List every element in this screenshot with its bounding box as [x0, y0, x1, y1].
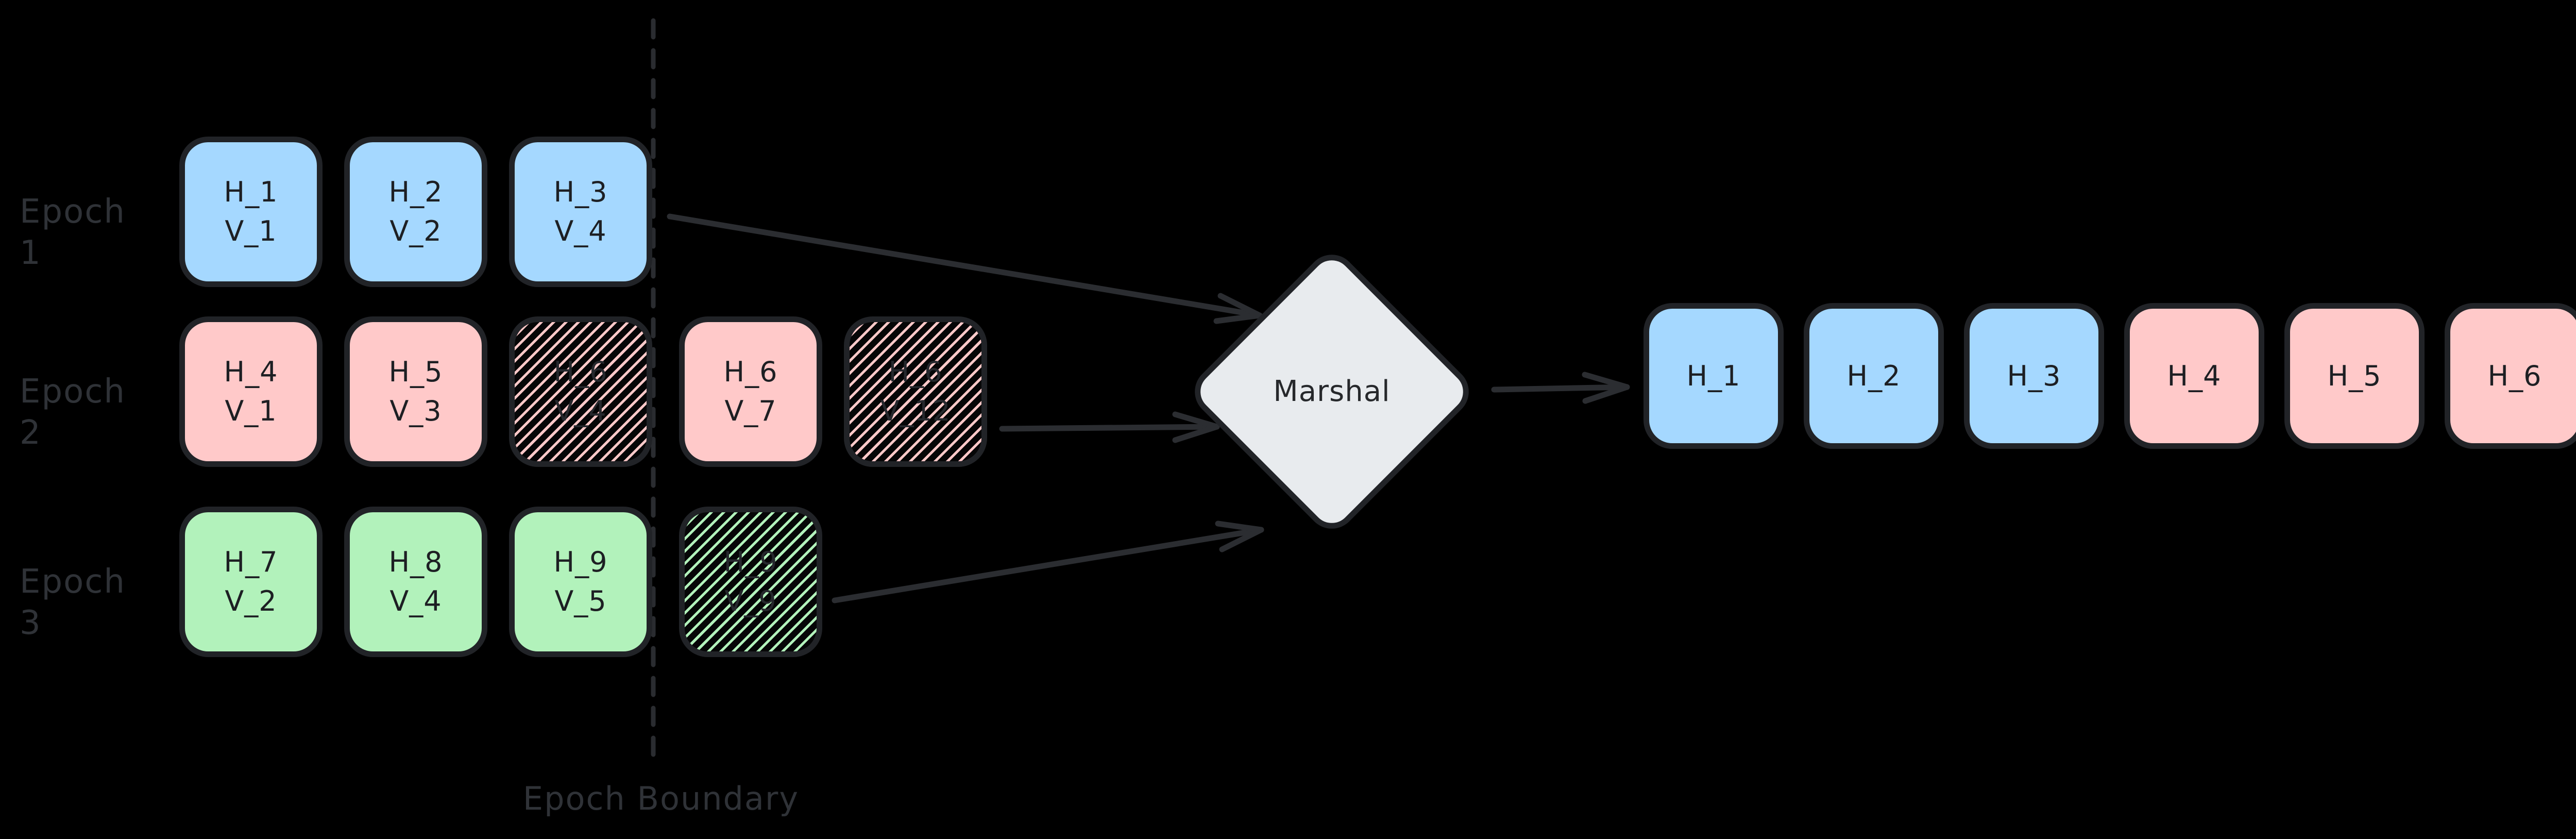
epoch-boundary-label: Epoch Boundary: [522, 780, 800, 817]
node-v-label: V_3: [389, 395, 442, 427]
node-h-label: H_3: [2007, 359, 2061, 392]
output-node-h_6: H_6: [2445, 303, 2576, 449]
node-h-label: H_1: [224, 176, 278, 208]
node-h-label: H_9: [553, 546, 608, 578]
node-h-label: H_6: [888, 356, 943, 388]
node-h-label: H_6: [2487, 359, 2542, 392]
marshal-label: Marshal: [1273, 375, 1391, 408]
node-v-label: V_5: [554, 585, 607, 617]
node-h-label: H_4: [224, 356, 278, 388]
arrow-epoch2-to-marshal: [999, 411, 1220, 443]
node-v-label: V_2: [225, 585, 277, 617]
epoch-2-label: Epoch 2: [20, 373, 126, 452]
output-node-h_4: H_4: [2124, 303, 2264, 449]
node-v-label: V_12: [880, 395, 951, 427]
node-v-label: V_4: [554, 215, 607, 247]
node-h-label: H_7: [224, 546, 278, 578]
node-v-label: V_2: [389, 215, 442, 247]
node-h-label: H_3: [553, 176, 608, 208]
node-v-label: V_1: [225, 395, 277, 427]
node-h-label: H_1: [1686, 359, 1741, 392]
node-v-label: V_9: [724, 585, 777, 617]
node-h-label: H_6: [553, 356, 608, 388]
output-node-h_1: H_1: [1643, 303, 1784, 449]
output-node-h_5: H_5: [2284, 303, 2425, 449]
node-v-label: V_4: [389, 585, 442, 617]
node-h-label: H_6: [723, 356, 778, 388]
node-h-label: H_9: [723, 546, 778, 578]
node-h-label: H_4: [2167, 359, 2222, 392]
epoch-1-label: Epoch 1: [20, 193, 126, 272]
node-h-label: H_5: [388, 356, 443, 388]
arrow-epoch1-to-marshal: [667, 213, 1263, 324]
output-node-h_2: H_2: [1804, 303, 1944, 449]
arrow-marshal-to-output: [1491, 372, 1630, 404]
epoch-3-label: Epoch 3: [20, 563, 126, 642]
node-h-label: H_5: [2327, 359, 2382, 392]
node-v-label: V_4: [554, 395, 607, 427]
node-v-label: V_1: [225, 215, 277, 247]
output-node-h_3: H_3: [1964, 303, 2104, 449]
node-v-label: V_7: [724, 395, 777, 427]
arrow-epoch3-to-marshal: [832, 521, 1264, 603]
node-h-label: H_8: [388, 546, 443, 578]
node-h-label: H_2: [388, 176, 443, 208]
node-h-label: H_2: [1846, 359, 1901, 392]
